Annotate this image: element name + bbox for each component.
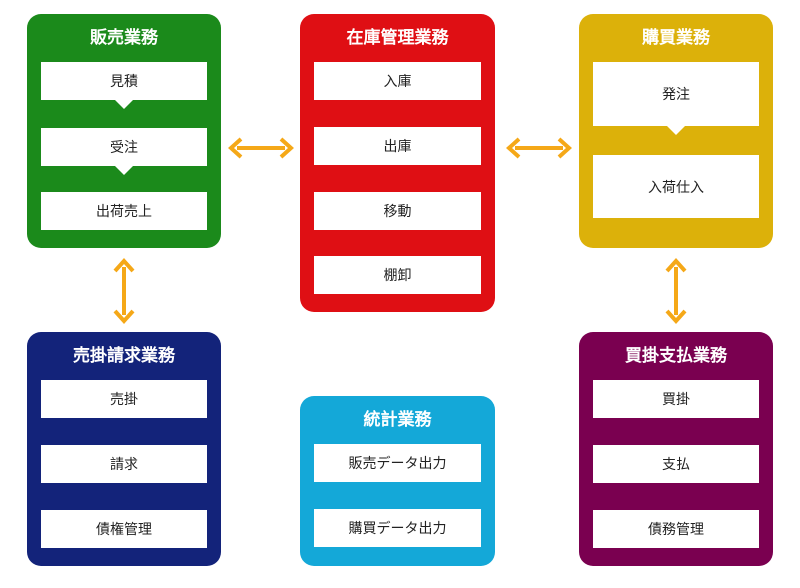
inventory-panel: 在庫管理業務 入庫 出庫 移動 棚卸: [300, 14, 495, 312]
receivables-item-billing[interactable]: 請求: [41, 445, 207, 483]
statistics-item-purchase-data-label: 購買データ出力: [348, 521, 447, 537]
flow-notch: [114, 165, 134, 175]
flow-notch: [666, 125, 686, 135]
statistics-item-purchase-data[interactable]: 購買データ出力: [314, 509, 481, 547]
statistics-panel: 統計業務 販売データ出力 購買データ出力: [300, 396, 495, 566]
sales-item-estimate-label: 見積: [110, 74, 138, 90]
sales-item-shipment[interactable]: 出荷売上: [41, 192, 207, 230]
inventory-item-stocktake-label: 棚卸: [383, 268, 412, 284]
receivables-item-billing-label: 請求: [110, 457, 138, 473]
inventory-item-shipping-label: 出庫: [383, 139, 412, 155]
purchasing-item-order-label: 発注: [662, 87, 690, 103]
payables-item-accounts[interactable]: 買掛: [593, 380, 759, 418]
sales-panel: 販売業務 見積 受注 出荷売上: [27, 14, 221, 248]
sales-item-shipment-label: 出荷売上: [96, 204, 152, 220]
inventory-item-transfer-label: 移動: [383, 204, 412, 220]
flow-notch: [114, 99, 134, 109]
sales-item-order[interactable]: 受注: [41, 128, 207, 175]
statistics-item-sales-data-label: 販売データ出力: [348, 456, 447, 472]
inventory-item-receiving-label: 入庫: [383, 74, 412, 90]
statistics-title: 統計業務: [363, 410, 432, 430]
sales-title: 販売業務: [90, 28, 158, 48]
double-arrow-sales-receivables: [113, 258, 135, 324]
sales-item-order-label: 受注: [110, 140, 138, 156]
payables-item-debt[interactable]: 債務管理: [593, 510, 759, 548]
payables-item-accounts-label: 買掛: [662, 392, 690, 408]
receivables-item-accounts[interactable]: 売掛: [41, 380, 207, 418]
inventory-title: 在庫管理業務: [346, 28, 449, 48]
payables-panel: 買掛支払業務 買掛 支払 債務管理: [579, 332, 773, 566]
statistics-item-sales-data[interactable]: 販売データ出力: [314, 444, 481, 482]
payables-item-debt-label: 債務管理: [648, 522, 704, 538]
payables-title: 買掛支払業務: [625, 346, 727, 366]
inventory-item-stocktake[interactable]: 棚卸: [314, 256, 481, 294]
inventory-item-receiving[interactable]: 入庫: [314, 62, 481, 100]
receivables-panel: 売掛請求業務 売掛 請求 債権管理: [27, 332, 221, 566]
double-arrow-inventory-purchasing: [506, 137, 572, 159]
purchasing-item-order[interactable]: 発注: [593, 62, 759, 135]
double-arrow-sales-inventory: [228, 137, 294, 159]
inventory-item-shipping[interactable]: 出庫: [314, 127, 481, 165]
receivables-item-accounts-label: 売掛: [110, 392, 138, 408]
purchasing-item-receiving-label: 入荷仕入: [648, 179, 704, 196]
payables-item-payment-label: 支払: [662, 457, 690, 473]
receivables-item-credit[interactable]: 債権管理: [41, 510, 207, 548]
purchasing-title: 購買業務: [642, 28, 710, 48]
purchasing-panel: 購買業務 発注 入荷仕入: [579, 14, 773, 248]
receivables-item-credit-label: 債権管理: [96, 522, 152, 538]
sales-item-estimate[interactable]: 見積: [41, 62, 207, 109]
payables-item-payment[interactable]: 支払: [593, 445, 759, 483]
receivables-title: 売掛請求業務: [73, 346, 175, 366]
inventory-item-transfer[interactable]: 移動: [314, 192, 481, 230]
purchasing-item-receiving[interactable]: 入荷仕入: [593, 155, 759, 218]
double-arrow-purchasing-payables: [665, 258, 687, 324]
